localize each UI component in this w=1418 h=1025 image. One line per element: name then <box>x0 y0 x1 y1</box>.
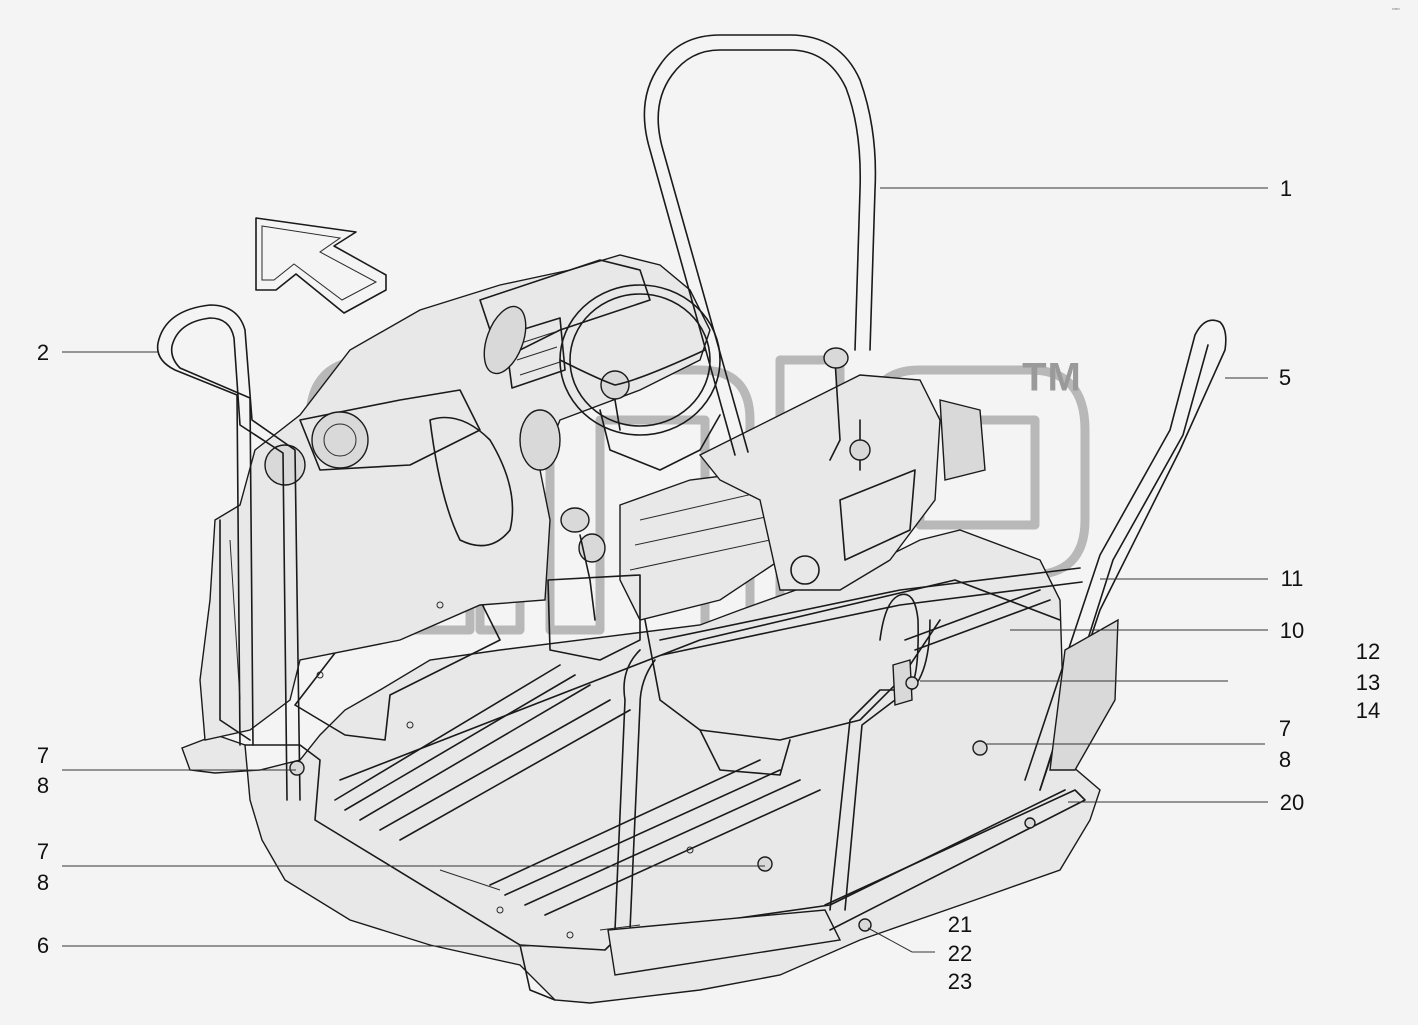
callout-7-left-upper: 7 <box>36 743 50 768</box>
callout-20: 20 <box>1279 790 1305 815</box>
trademark-mark: TM <box>1022 355 1082 400</box>
callout-8-left-upper: 8 <box>36 773 50 798</box>
callout-6: 6 <box>36 933 50 958</box>
callout-8-right: 8 <box>1278 747 1292 772</box>
fasteners <box>289 601 1036 939</box>
callout-14: 14 <box>1355 698 1381 723</box>
callout-21: 21 <box>947 912 973 937</box>
callout-22: 22 <box>947 941 973 966</box>
leader-lines <box>62 187 1268 953</box>
callout-10: 10 <box>1279 618 1305 643</box>
callout-7-right: 7 <box>1278 716 1292 741</box>
corner-mark-icon: ▫▫▫ <box>1392 6 1400 13</box>
steering-wheel <box>559 284 721 471</box>
forward-arrow-icon <box>255 217 387 314</box>
roll-bar <box>643 34 877 456</box>
callout-7-left-lower: 7 <box>36 839 50 864</box>
side-rail <box>614 567 1083 931</box>
callout-12: 12 <box>1355 639 1381 664</box>
control-levers <box>547 347 871 661</box>
callout-11: 11 <box>1280 566 1304 591</box>
callout-13: 13 <box>1355 670 1381 695</box>
rear-handrail <box>1024 319 1227 791</box>
callout-2: 2 <box>36 340 50 365</box>
dashboard-console <box>199 254 711 741</box>
callout-23: 23 <box>947 969 973 994</box>
callout-5: 5 <box>1278 365 1292 390</box>
callout-8-left-lower: 8 <box>36 870 50 895</box>
front-handrail <box>156 304 301 801</box>
floor-rails <box>334 589 1051 931</box>
callout-1: 1 <box>1279 176 1293 201</box>
operator-seat <box>619 374 986 776</box>
step-plate <box>607 789 1086 976</box>
